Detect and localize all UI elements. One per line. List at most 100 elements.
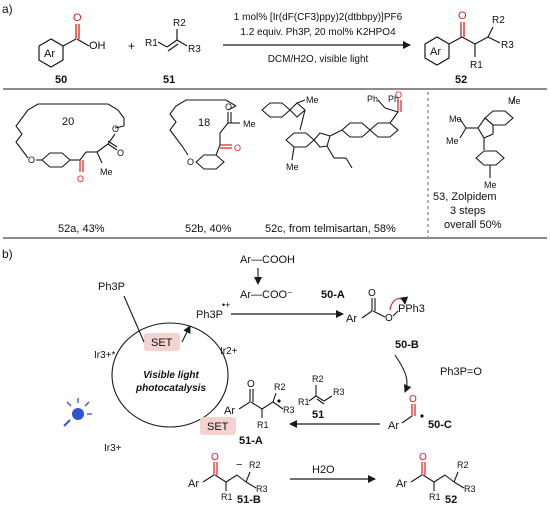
conditions-line2: 1.2 equiv. Ph3P, 20 mol% K2HPO4 (240, 27, 396, 38)
compound-50-label: 50 (55, 74, 67, 86)
r1-label: R1 (145, 38, 158, 49)
me-label-53-1: Me (508, 96, 521, 106)
ir2-label: Ir2+ (220, 346, 238, 357)
phosphoranyl-o: O (368, 288, 376, 299)
conditions-line1: 1 mol% [Ir(dF(CF3)ppy)2(dtbbpy)]PF6 (234, 12, 403, 23)
compound-51-structure: R1 R2 R3 (145, 18, 201, 55)
adduct-r3: R3 (283, 405, 295, 415)
beta-scission-arrow (394, 354, 412, 393)
ph-label-52c-2: Ph (388, 94, 399, 104)
ether-o-label-52b: O (187, 157, 194, 167)
set-box-2 (200, 417, 236, 435)
adduct-r2: R2 (274, 382, 286, 392)
ketone-o-label-52c: O (395, 90, 402, 100)
set-label-1: SET (151, 337, 173, 349)
alkene-51-structure-b: R1 R2 R3 (298, 374, 345, 407)
anion-id: 51-B (237, 494, 261, 506)
example-52a-structure: O O Me O O 20 (15, 103, 125, 184)
compound-50-structure: Ar O OH (38, 12, 106, 68)
me-label-52c-2: Me (286, 162, 299, 172)
anion-r3: R3 (256, 484, 268, 494)
panel-b-label: b) (2, 247, 13, 261)
anion-o: O (211, 452, 219, 463)
adduct-r1: R1 (257, 420, 269, 430)
compound-52-structure: Ar O R1 R2 R3 (424, 10, 514, 71)
anion-r1: R1 (221, 492, 233, 502)
ester-o-label-52b: O (225, 102, 232, 112)
phosphoranyl-o2: O (385, 313, 393, 324)
compound-51-label: 51 (163, 74, 175, 86)
product-b-ar: Ar (396, 478, 407, 490)
product-b-r2: R2 (457, 460, 469, 470)
example-52b-structure: O O Me O 18 (169, 99, 256, 170)
anion-r2: R2 (249, 460, 261, 470)
r3-label: R3 (188, 44, 201, 55)
ph3p-label: Ph3P (98, 281, 125, 293)
ph-label-52c-1: Ph (367, 94, 378, 104)
ph3p-to-set1-line (123, 295, 145, 343)
set-box-1 (144, 333, 180, 351)
me-label-53-4: Me (484, 180, 497, 190)
ir3-star-label: Ir3+* (94, 350, 116, 361)
caption-52a: 52a, 43% (58, 223, 105, 235)
me-label-52b: Me (243, 119, 256, 129)
adduct-o: O (247, 379, 255, 390)
alkene-b-id: 51 (312, 409, 324, 421)
compound-52-label: 52 (455, 74, 467, 86)
anion-ar: Ar (188, 478, 199, 490)
ester-o-label-52a: O (117, 148, 124, 158)
ether-o-label: O (28, 155, 35, 165)
anion-51-b-structure: Ar O R1 − R2 R3 (188, 452, 268, 502)
product-o-label: O (458, 10, 467, 22)
example-52c-structure: Me Me O Ph Ph (261, 90, 402, 172)
pph3-label: PPh3 (398, 303, 425, 315)
ir3-label: Ir3+ (104, 443, 122, 454)
conditions-line3: DCM/H2O, visible light (268, 54, 369, 65)
acyl-radical-50-c-structure: Ar O (388, 394, 424, 432)
cycle-label-line2: photocatalysis (135, 383, 206, 394)
photocatalytic-cycle: Ir3+* Ir2+ Ir3+ Visible light photocatal… (94, 322, 238, 454)
ph3po-label: Ph3P=O (440, 366, 482, 378)
caption-53-line3: overall 50% (444, 219, 502, 231)
radical-adduct-id: 51-A (239, 435, 263, 447)
caption-52b: 52b, 40% (185, 223, 232, 235)
product-b-o: O (419, 452, 427, 463)
ph3p-radical-cation: Ph3P (196, 309, 223, 321)
acid-label: Ar—COOH (240, 254, 295, 266)
ar-label: Ar (44, 48, 55, 60)
caption-53-line2: 3 steps (450, 205, 486, 217)
anion-charge: − (236, 459, 242, 471)
product-52-structure-b: Ar O R1 R2 R3 (396, 452, 476, 502)
ketone-o-label-52b: O (234, 143, 241, 153)
product-b-id: 52 (445, 494, 457, 506)
ring-size-52b: 18 (198, 117, 210, 129)
plus-sign: + (128, 39, 135, 53)
alkene-b-r3: R3 (333, 387, 345, 397)
adduct-ar: Ar (224, 405, 235, 417)
product-r2-label: R2 (492, 15, 505, 26)
ring-size-52a: 20 (62, 116, 74, 128)
product-r1-label: R1 (470, 60, 483, 71)
phosphoranyl-50-b-structure: Ar O O PPh3 (346, 288, 425, 325)
example-53-structure: Me Me Me Me (446, 95, 521, 190)
r2-label: R2 (173, 18, 186, 29)
product-b-r1: R1 (429, 492, 441, 502)
product-r3-label: R3 (501, 40, 514, 51)
h2o-label: H2O (312, 464, 335, 476)
panel-a-label: a) (2, 2, 13, 16)
me-label-52c-1: Me (306, 95, 319, 105)
carboxylate-id: 50-A (321, 289, 345, 301)
ketone-o-label-52a: O (77, 174, 84, 184)
me-label-53-2: Me (449, 114, 462, 124)
acyl-radical-id: 50-C (428, 419, 452, 431)
radical-cation-mark: •+ (222, 300, 230, 310)
radical-adduct-51-a-structure: Ar O R1 R2 R3 (224, 379, 295, 430)
alkene-b-r1: R1 (298, 397, 310, 407)
me-label-53-3: Me (446, 136, 459, 146)
cycle-label-line1: Visible light (143, 370, 199, 381)
phosphoranyl-ar: Ar (346, 313, 357, 325)
caption-53-line1: 53, Zolpidem (433, 191, 497, 203)
me-label-52a: Me (100, 167, 113, 177)
acyl-o: O (409, 394, 417, 405)
ester-o2-label-52a: O (112, 124, 119, 134)
